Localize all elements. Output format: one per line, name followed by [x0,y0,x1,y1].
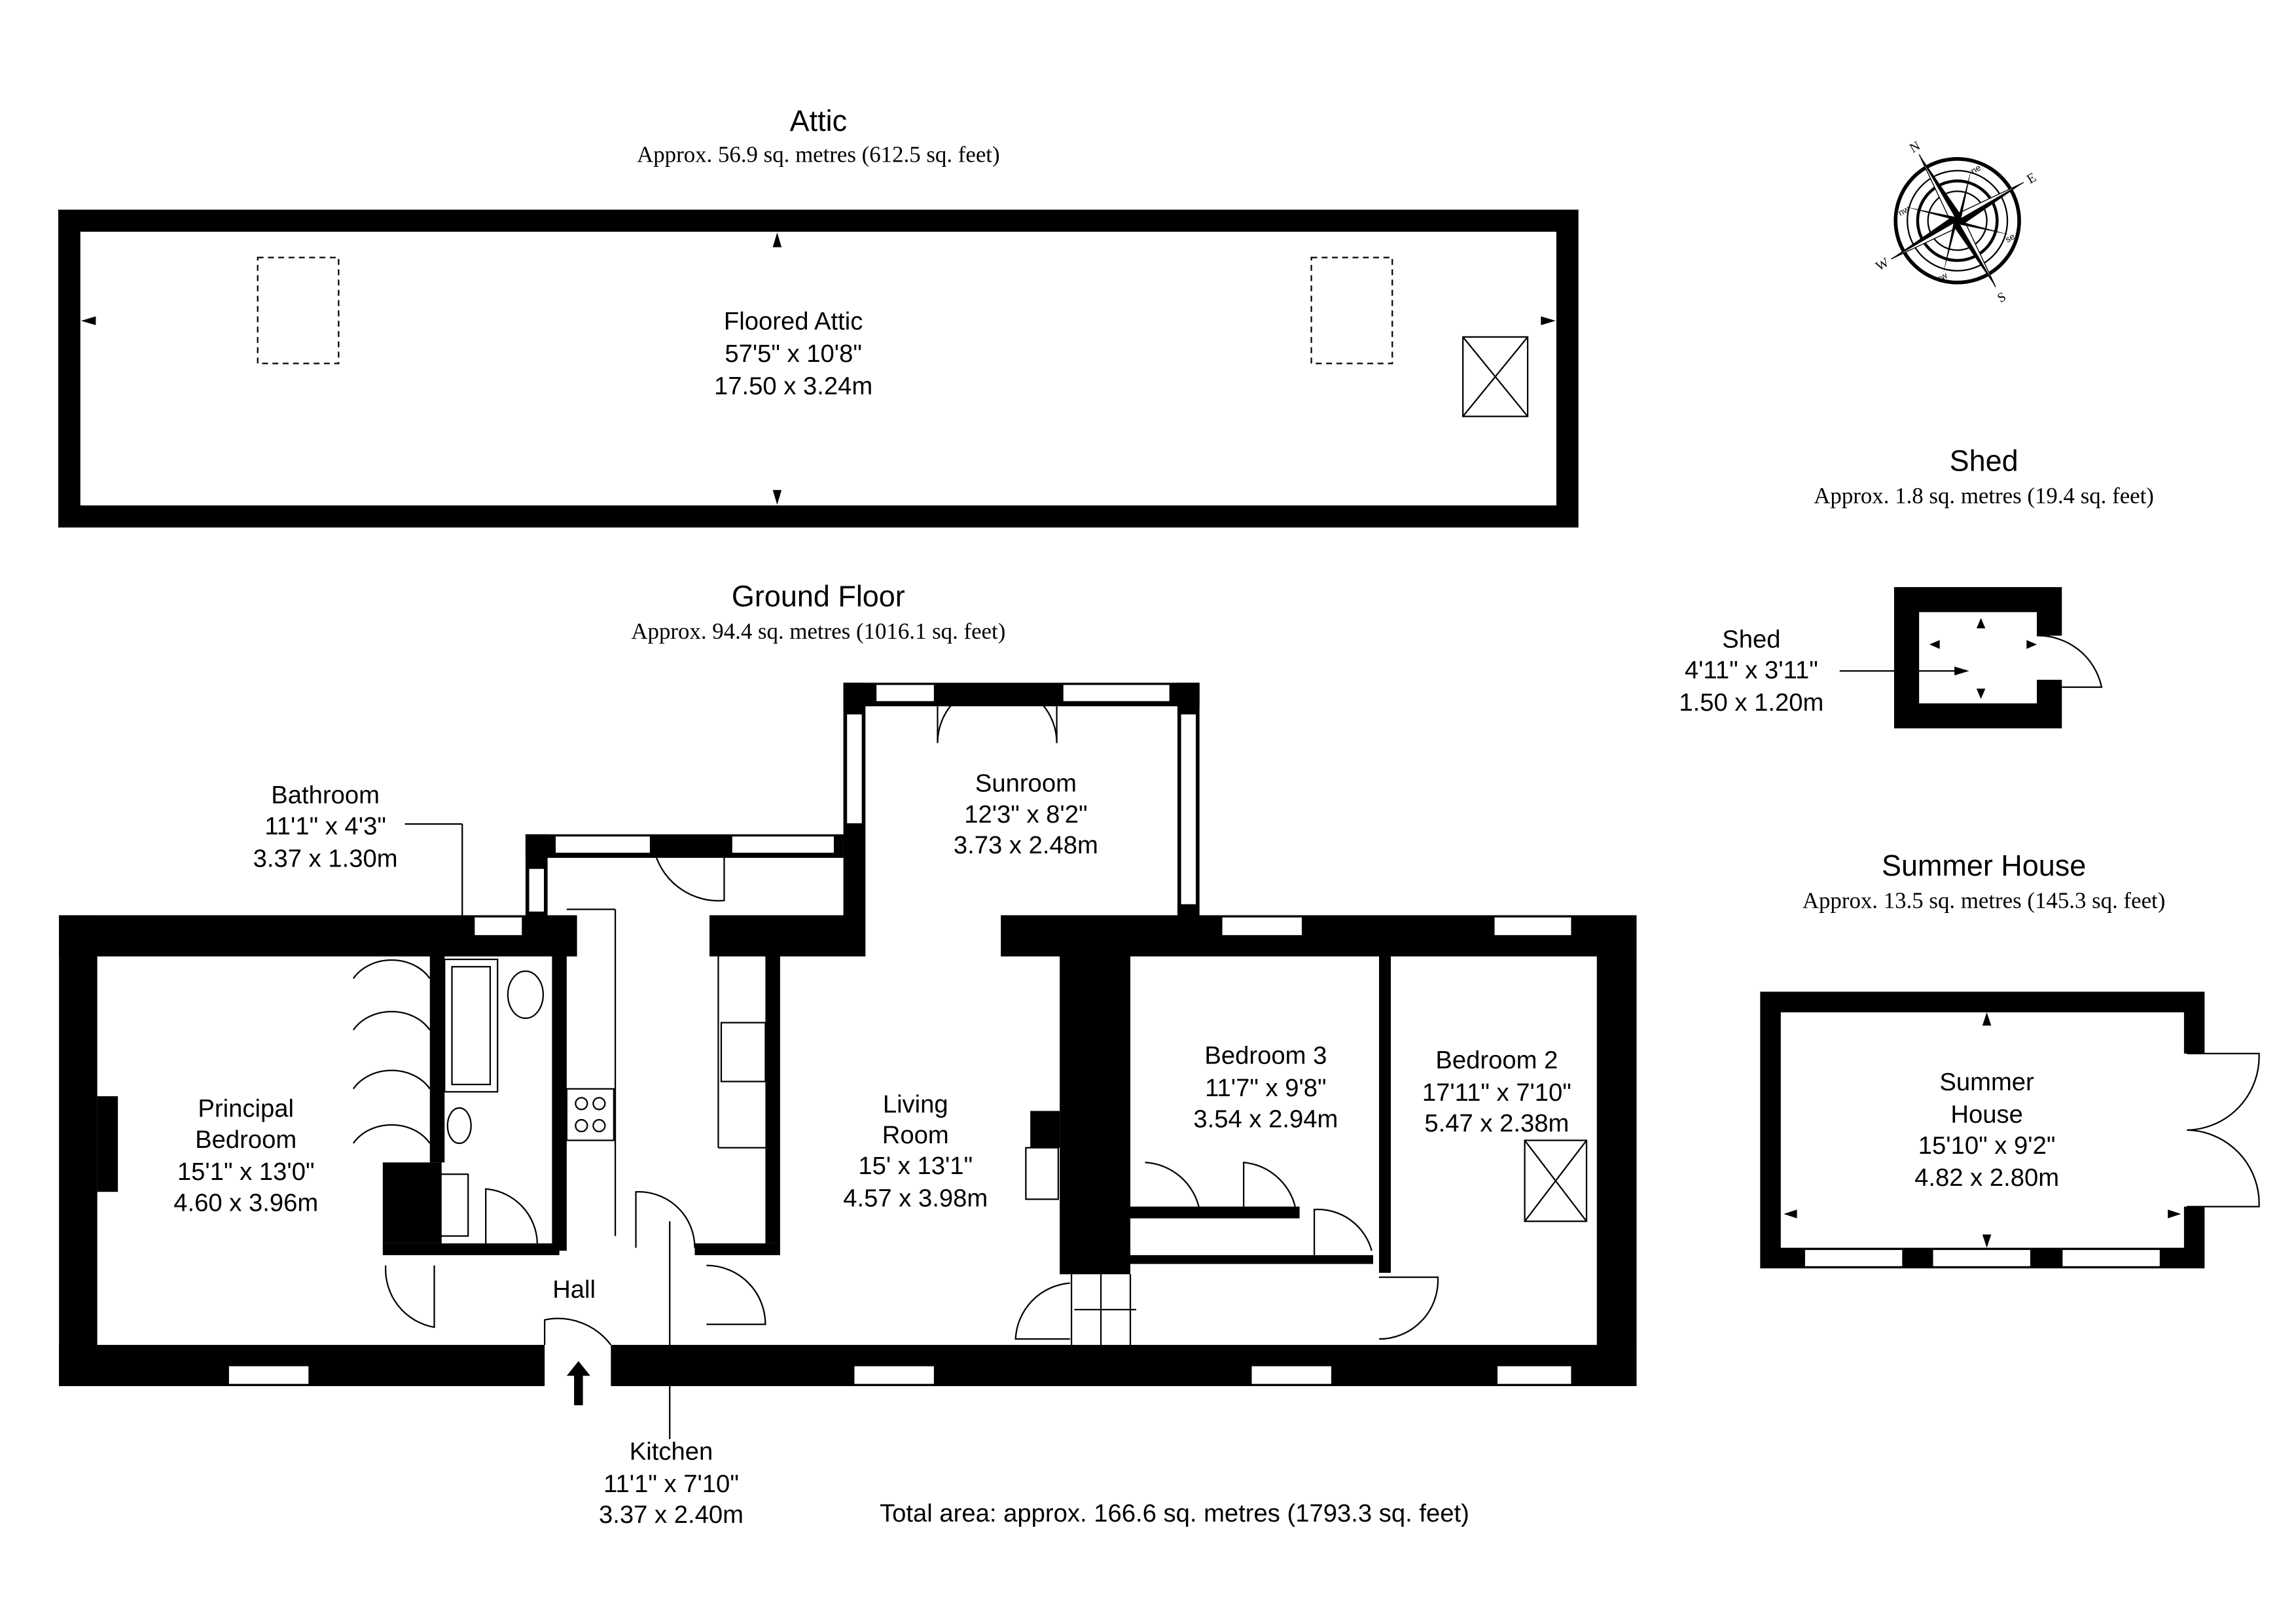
room-metric: 4.82 x 2.80m [1914,1164,2059,1192]
room-imperial: 15' x 13'1" [858,1152,973,1180]
room-name-line2: Room [882,1121,949,1149]
dimension-arrows [81,232,1556,505]
entrance-arrow-icon [566,1361,590,1406]
room-imperial: 57'5" x 10'8" [725,340,862,368]
summer-house-area: Approx. 13.5 sq. metres (145.3 sq. feet) [1803,887,2166,913]
doors [352,683,1439,1346]
windows [227,683,1573,1385]
room-name-line1: Living [883,1090,948,1118]
room-metric: 3.37 x 1.30m [253,844,398,872]
compass-north: N [1907,139,1923,156]
loft-hatch [1462,336,1529,418]
room-name: Kitchen [630,1437,713,1465]
ground-floor-plan: Ground Floor Approx. 94.4 sq. metres (10… [59,579,1637,1529]
compass-east: E [2024,170,2039,187]
compass-se: se [2003,231,2017,244]
total-area: Total area: approx. 166.6 sq. metres (17… [880,1499,1469,1527]
room-name: Sunroom [975,770,1077,798]
room-name: Shed [1722,625,1780,653]
sink-icon [720,1022,766,1082]
compass-ne: ne [1969,162,1982,175]
toilet-icon [507,970,545,1020]
bath-icon [444,958,499,1093]
room-metric: 3.37 x 2.40m [599,1501,744,1529]
loft-hatch [1524,1139,1588,1222]
room-imperial: 4'11" x 3'11" [1685,656,1818,685]
shed-area: Approx. 1.8 sq. metres (19.4 sq. feet) [1814,483,2154,508]
skylight [257,257,340,365]
room-metric: 17.50 x 3.24m [714,372,872,401]
room-imperial: 11'7" x 9'8" [1205,1074,1327,1102]
french-doors [2187,1052,2260,1207]
room-metric: 3.73 x 2.48m [954,831,1098,859]
summer-house-title: Summer House [1882,849,2086,882]
compass-south: S [1995,289,2009,306]
door-swing [2037,635,2103,688]
room-imperial: 17'11" x 7'10" [1422,1079,1571,1107]
skylight [1310,257,1393,365]
attic-plan: Attic Approx. 56.9 sq. metres (612.5 sq.… [58,104,1579,528]
room-name-line2: Bedroom [195,1126,296,1154]
hob-icon [565,1088,615,1141]
room-imperial: 15'10" x 9'2" [1918,1132,2056,1160]
room-metric: 4.57 x 3.98m [843,1185,988,1213]
room-metric: 3.54 x 2.94m [1193,1105,1338,1133]
ground-floor-area: Approx. 94.4 sq. metres (1016.1 sq. feet… [631,618,1005,644]
compass-nw: nw [1897,204,1912,218]
attic-area: Approx. 56.9 sq. metres (612.5 sq. feet) [637,141,1000,167]
room-imperial: 12'3" x 8'2" [964,800,1087,829]
room-imperial: 11'1" x 7'10" [603,1470,739,1498]
room-name-line2: House [1950,1101,2022,1129]
walls [59,683,1637,1387]
room-metric: 5.47 x 2.38m [1424,1109,1569,1137]
room-name: Floored Attic [724,308,863,336]
compass-sw: sw [1935,270,1949,284]
compass-rose-icon: N E S W ne se sw nw [1873,139,2039,306]
room-imperial: 15'1" x 13'0" [177,1158,315,1186]
room-name: Bedroom 3 [1204,1042,1327,1070]
room-name: Hall [552,1275,596,1304]
room-metric: 1.50 x 1.20m [1679,688,1823,717]
shower-icon [393,1173,469,1237]
room-name-line1: Principal [198,1095,294,1123]
room-name-line1: Summer [1939,1068,2034,1096]
attic-title: Attic [790,104,847,137]
room-imperial: 11'1" x 4'3" [264,812,386,840]
ground-floor-title: Ground Floor [732,579,905,613]
shed-title: Shed [1950,444,2018,477]
summer-house-plan: Summer House Approx. 13.5 sq. metres (14… [1760,849,2260,1269]
room-name: Bathroom [271,781,380,810]
room-name: Bedroom 2 [1435,1046,1558,1074]
shed-plan: Shed Approx. 1.8 sq. metres (19.4 sq. fe… [1679,444,2154,728]
basin-icon [446,1107,472,1145]
attic-walls [58,209,1579,528]
compass-west: W [1873,255,1892,274]
fixtures [393,823,1588,1439]
room-metric: 4.60 x 3.96m [173,1188,318,1217]
